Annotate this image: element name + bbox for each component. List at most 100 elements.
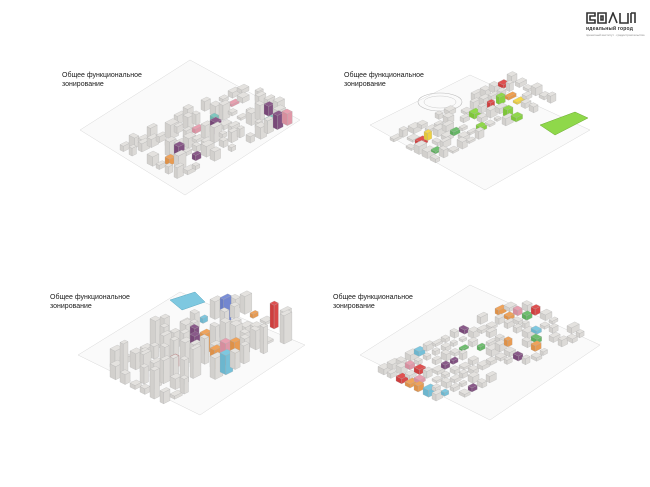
logo: идеальный город проектный институт · гра… [586, 12, 645, 37]
building-face [494, 333, 505, 339]
building-face [512, 350, 524, 357]
building-face [476, 342, 486, 348]
building-face [441, 120, 455, 127]
building-face [159, 330, 172, 337]
building-face [245, 132, 255, 137]
building-face [503, 356, 513, 361]
building-face [503, 301, 517, 309]
building-face [146, 150, 160, 158]
building-face [530, 340, 542, 346]
building-face [502, 104, 514, 111]
building-face [398, 126, 409, 131]
building-face [281, 108, 293, 115]
building-face [458, 335, 468, 341]
building-face [169, 328, 180, 334]
building-face [139, 348, 152, 355]
building-face [254, 100, 265, 106]
building-face [209, 321, 220, 328]
building-face [495, 92, 506, 98]
panel-2-park [539, 111, 589, 136]
building-face [119, 369, 131, 375]
building-face [442, 112, 455, 119]
building-face [128, 144, 137, 149]
panel-4-plane [359, 284, 601, 421]
building-face [269, 300, 279, 306]
building-face [218, 130, 228, 135]
building-face [239, 334, 251, 340]
building-face [484, 119, 496, 125]
building-face [503, 346, 516, 353]
building-face [139, 347, 149, 352]
building-face [254, 118, 263, 123]
building-face [458, 124, 468, 129]
building-face [169, 354, 180, 359]
building-face [254, 87, 264, 92]
panel-3-label: Общее функциональное зонирование [50, 294, 130, 310]
building-face [413, 140, 428, 147]
building-face [485, 327, 497, 333]
building-face [164, 162, 174, 168]
building-face [182, 104, 194, 110]
building-face [465, 136, 476, 142]
building-face [458, 388, 471, 395]
building-face [440, 370, 451, 376]
building-face [413, 380, 425, 387]
building-face [566, 321, 580, 329]
building-face [474, 126, 485, 132]
building-face [413, 357, 423, 362]
building-face [191, 141, 202, 147]
building-face [433, 120, 444, 126]
building-face [438, 145, 449, 151]
building-face [521, 354, 531, 359]
building-face [173, 162, 184, 168]
building-face [254, 91, 267, 97]
building-face [406, 133, 420, 141]
building-face [458, 324, 470, 331]
panel-1-label: Общее функциональное зонирование [62, 72, 142, 88]
building-face [259, 323, 268, 328]
building-face [486, 99, 495, 104]
building-face [521, 320, 530, 324]
building-face [249, 310, 259, 315]
building-face [189, 309, 200, 315]
building-face [447, 145, 460, 152]
building-face [512, 316, 524, 322]
building-face [179, 328, 190, 334]
building-face [413, 363, 426, 370]
building-face [219, 293, 232, 300]
building-face [449, 328, 459, 333]
building-face [200, 139, 215, 147]
building-face [458, 380, 468, 385]
panel-4-label: Общее функциональное зонирование [333, 294, 413, 310]
building-face [229, 320, 243, 327]
building-face [182, 132, 197, 139]
building-face [179, 374, 189, 380]
building-face [528, 102, 539, 108]
building-face [159, 387, 171, 393]
logo-mark-icon [586, 12, 636, 24]
building-face [189, 343, 202, 350]
building-face [146, 123, 158, 129]
building-face [239, 328, 250, 334]
building-face [173, 149, 187, 157]
building-face [530, 82, 543, 89]
building-face [505, 79, 514, 84]
building-face [530, 333, 542, 340]
building-face [429, 154, 441, 160]
building-face [272, 96, 285, 103]
panel-1-buildings [119, 83, 293, 179]
building-face [119, 339, 129, 345]
building-face [159, 342, 170, 348]
building-face [458, 361, 471, 368]
building-face [467, 371, 480, 378]
building-face [416, 119, 428, 126]
building-face [477, 102, 487, 108]
building-face [236, 83, 250, 91]
building-face [506, 71, 518, 77]
building-face [239, 341, 250, 347]
building-face [263, 94, 276, 101]
logo-subtitle: проектный институт · градостроительство [586, 33, 645, 37]
